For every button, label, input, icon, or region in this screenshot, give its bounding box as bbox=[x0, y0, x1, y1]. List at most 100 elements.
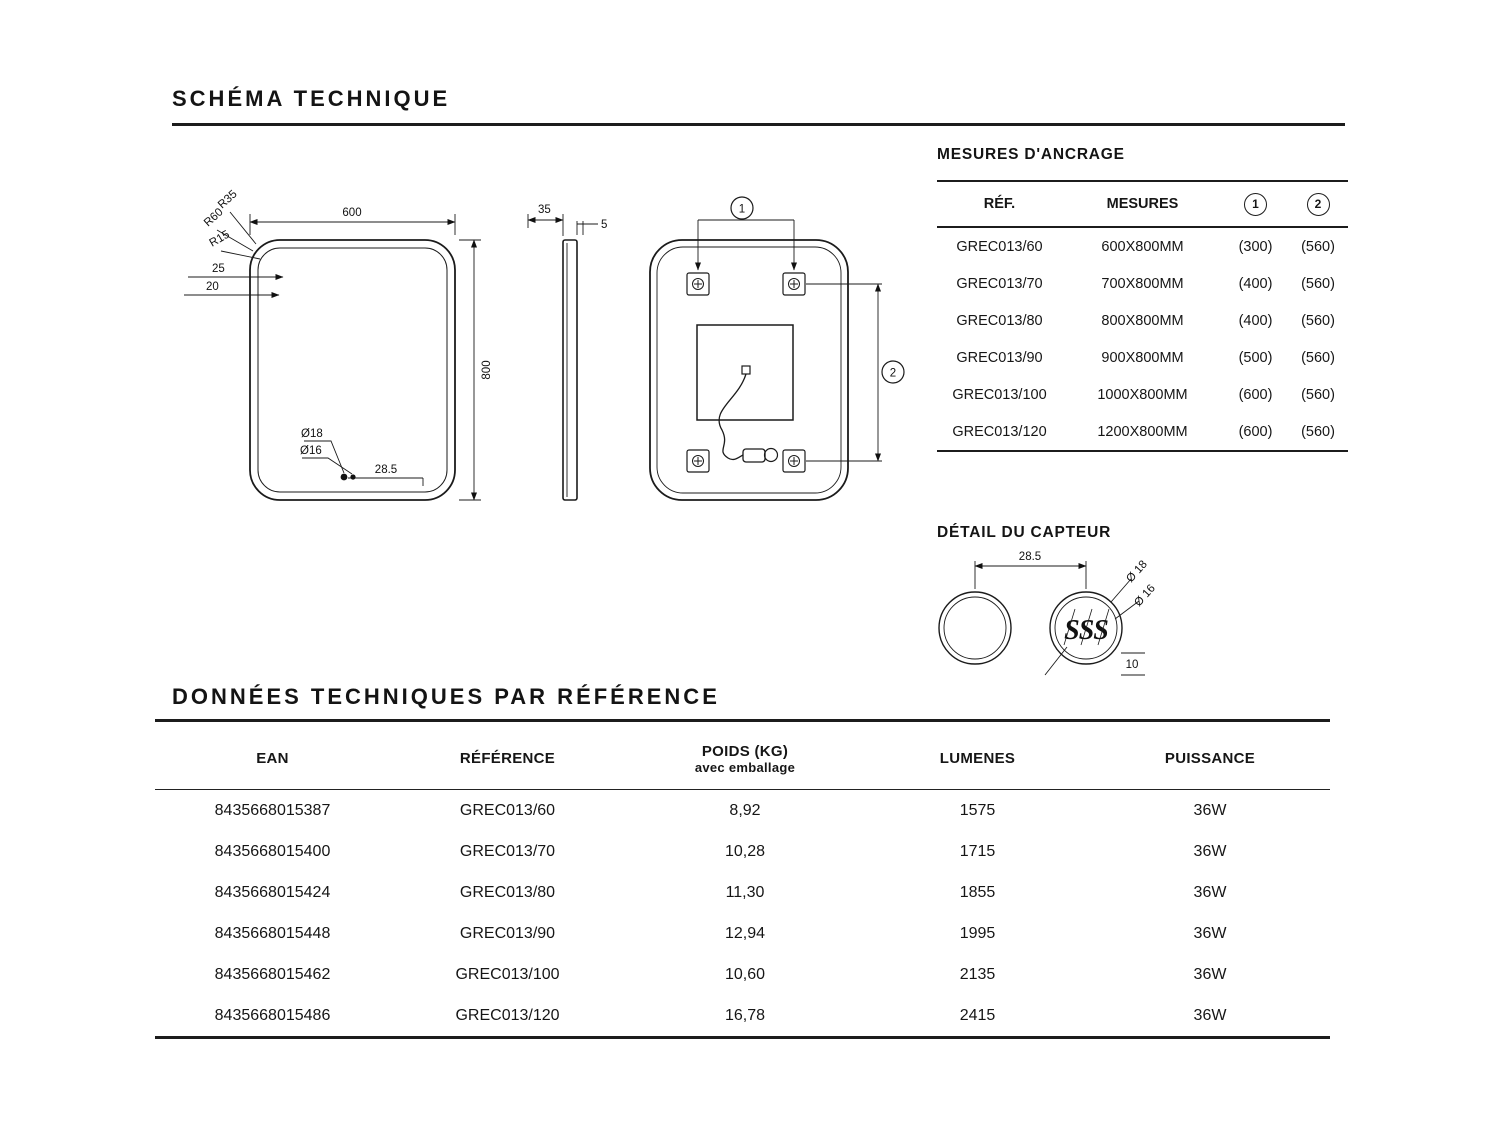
tech-table: EAN RÉFÉRENCE POIDS (KG) avec emballage … bbox=[155, 728, 1330, 1039]
cell-reference: GREC013/100 bbox=[455, 965, 560, 983]
cell-mesures: 900X800MM bbox=[1101, 349, 1184, 366]
data-title-rule bbox=[155, 719, 1330, 722]
tech-header-poids: POIDS (KG) avec emballage bbox=[625, 743, 865, 775]
tech-header-puissance: PUISSANCE bbox=[1164, 750, 1256, 767]
cell-v2: (560) bbox=[1301, 238, 1335, 255]
anchor-table-row: GREC013/60 600X800MM (300) (560) bbox=[937, 228, 1348, 265]
dim-height-label: 800 bbox=[481, 360, 493, 379]
cell-reference: GREC013/60 bbox=[459, 801, 556, 819]
cell-mesures: 700X800MM bbox=[1101, 275, 1184, 292]
cell-poids: 10,60 bbox=[724, 965, 766, 983]
cell-ean: 8435668015486 bbox=[214, 1006, 331, 1024]
dim-inset20-label: 20 bbox=[206, 281, 219, 293]
cell-mesures: 1000X800MM bbox=[1097, 386, 1188, 403]
sensor-glyph-slashes bbox=[1063, 608, 1110, 646]
cell-lumenes: 2415 bbox=[959, 1006, 996, 1024]
cell-reference: GREC013/70 bbox=[459, 842, 556, 860]
cell-v1: (500) bbox=[1238, 349, 1273, 366]
cell-ref: GREC013/60 bbox=[956, 238, 1043, 255]
schema-title-rule bbox=[172, 123, 1345, 126]
cell-mesures: 1200X800MM bbox=[1097, 423, 1188, 440]
cell-v2: (560) bbox=[1301, 312, 1335, 329]
circled-2-icon: 2 bbox=[1306, 192, 1330, 216]
tech-header-reference: RÉFÉRENCE bbox=[459, 750, 556, 767]
anchor-table-row: GREC013/70 700X800MM (400) (560) bbox=[937, 265, 1348, 302]
anchor-header-ref: RÉF. bbox=[983, 196, 1016, 212]
tech-table-row: 8435668015424 GREC013/80 11,30 1855 36W bbox=[155, 872, 1330, 913]
dim-sensor-depth-label: 10 bbox=[1126, 659, 1139, 671]
anchor-table-row: GREC013/90 900X800MM (500) (560) bbox=[937, 339, 1348, 376]
cell-v1: (300) bbox=[1238, 238, 1273, 255]
anchor-table-title: MESURES D'ANCRAGE bbox=[937, 146, 1125, 163]
tech-header-poids-line2: avec emballage bbox=[694, 759, 796, 775]
dim-hole16-label: Ø16 bbox=[300, 445, 322, 457]
anchor-points bbox=[686, 272, 806, 473]
side-view-drawing: 35 5 bbox=[527, 204, 607, 501]
dim-r35-label: R35 bbox=[216, 188, 240, 211]
cell-lumenes: 1575 bbox=[959, 801, 996, 819]
cell-lumenes: 2135 bbox=[959, 965, 996, 983]
dim-depth-label: 35 bbox=[538, 204, 551, 216]
cell-v1: (400) bbox=[1238, 275, 1273, 292]
front-dimension-lines bbox=[184, 211, 481, 501]
cell-poids: 8,92 bbox=[729, 801, 761, 819]
cell-ean: 8435668015387 bbox=[214, 801, 331, 819]
cell-poids: 12,94 bbox=[724, 924, 766, 942]
dim-sensor-offset-label: 28.5 bbox=[375, 464, 397, 476]
cell-puissance: 36W bbox=[1193, 801, 1227, 819]
cell-lumenes: 1995 bbox=[959, 924, 996, 942]
marker-2-label: 2 bbox=[890, 368, 896, 380]
cell-puissance: 36W bbox=[1193, 883, 1227, 901]
anchor-header-c1: 1 bbox=[1223, 192, 1288, 216]
dim-inset25-label: 25 bbox=[212, 263, 225, 275]
tech-table-row: 8435668015400 GREC013/70 10,28 1715 36W bbox=[155, 831, 1330, 872]
sensor-dimension-lines bbox=[974, 561, 1145, 676]
cell-mesures: 800X800MM bbox=[1101, 312, 1184, 329]
cell-puissance: 36W bbox=[1193, 842, 1227, 860]
cell-v1: (400) bbox=[1238, 312, 1273, 329]
anchor-table-row: GREC013/100 1000X800MM (600) (560) bbox=[937, 376, 1348, 413]
sensor-detail-drawing: SSS 28.5 Ø 18 Ø 16 10 bbox=[938, 551, 1158, 676]
back-dimension-lines bbox=[694, 219, 882, 462]
anchor-table: RÉF. MESURES 1 2 GREC013/60 600X800MM (3… bbox=[937, 180, 1348, 452]
circled-1-icon: 1 bbox=[1244, 192, 1267, 216]
tech-table-row: 8435668015387 GREC013/60 8,92 1575 36W bbox=[155, 790, 1330, 831]
dim-r15-label: R15 bbox=[208, 229, 232, 250]
cell-ean: 8435668015400 bbox=[214, 842, 331, 860]
cell-puissance: 36W bbox=[1193, 924, 1227, 942]
cell-reference: GREC013/120 bbox=[455, 1006, 560, 1024]
data-title: DONNÉES TECHNIQUES PAR RÉFÉRENCE bbox=[172, 684, 720, 709]
cell-lumenes: 1855 bbox=[959, 883, 996, 901]
tech-header-poids-line1: POIDS (KG) bbox=[701, 742, 789, 760]
tech-table-row: 8435668015486 GREC013/120 16,78 2415 36W bbox=[155, 995, 1330, 1036]
dim-hole18-label: Ø18 bbox=[301, 428, 323, 440]
callout-marker-2: 2 bbox=[881, 360, 905, 384]
cell-ref: GREC013/80 bbox=[956, 312, 1043, 329]
dim-sensor-inner-label: Ø 16 bbox=[1132, 582, 1158, 609]
cell-ean: 8435668015462 bbox=[214, 965, 331, 983]
back-view-drawing: 1 2 bbox=[649, 196, 905, 501]
cell-ref: GREC013/70 bbox=[956, 275, 1043, 292]
cell-poids: 16,78 bbox=[724, 1006, 766, 1024]
cell-ean: 8435668015448 bbox=[214, 924, 331, 942]
mirror-side-outline bbox=[562, 239, 578, 501]
mirror-back-outline bbox=[649, 239, 849, 501]
dim-width-label: 600 bbox=[342, 207, 361, 219]
tech-header-ean: EAN bbox=[256, 750, 289, 767]
tech-table-header: EAN RÉFÉRENCE POIDS (KG) avec emballage … bbox=[155, 728, 1330, 790]
mirror-front-outline bbox=[249, 239, 456, 501]
cell-v1: (600) bbox=[1238, 423, 1273, 440]
cell-reference: GREC013/80 bbox=[459, 883, 556, 901]
sensor-detail-title: DÉTAIL DU CAPTEUR bbox=[937, 524, 1112, 541]
tech-table-row: 8435668015448 GREC013/90 12,94 1995 36W bbox=[155, 913, 1330, 954]
cell-poids: 11,30 bbox=[725, 883, 765, 901]
sensor-circles bbox=[938, 591, 1123, 665]
junction-box-and-cable bbox=[696, 324, 794, 463]
cell-lumenes: 1715 bbox=[959, 842, 996, 860]
tech-header-lumenes: LUMENES bbox=[939, 750, 1016, 767]
cell-v2: (560) bbox=[1301, 275, 1335, 292]
anchor-table-row: GREC013/80 800X800MM (400) (560) bbox=[937, 302, 1348, 339]
cell-v2: (560) bbox=[1301, 423, 1335, 440]
tech-table-row: 8435668015462 GREC013/100 10,60 2135 36W bbox=[155, 954, 1330, 995]
